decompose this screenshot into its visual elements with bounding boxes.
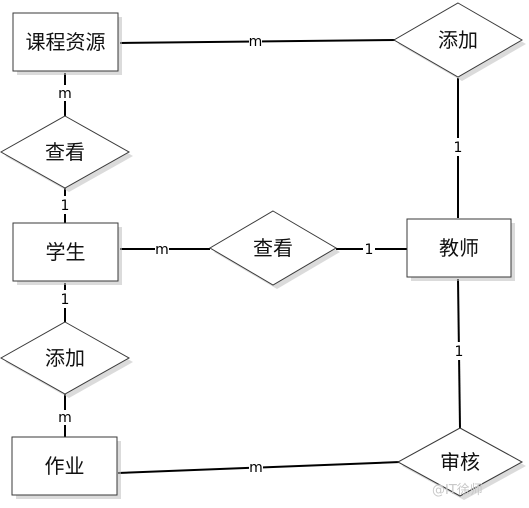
entity-teacher: 教师: [406, 218, 515, 281]
cardinality-student-view: m: [155, 242, 169, 258]
relation-review-label: 审核: [440, 450, 480, 474]
cardinality-label: m: [58, 410, 72, 426]
entity-course-resource-label: 课程资源: [26, 30, 106, 54]
cardinality-label: m: [249, 460, 263, 476]
cardinality-add-homework: m: [58, 410, 72, 426]
entity-student-label: 学生: [46, 240, 86, 264]
relation-add-top-label: 添加: [438, 28, 478, 52]
cardinality-label: m: [155, 242, 169, 258]
entity-course-resource: 课程资源: [12, 12, 122, 75]
cardinality-add-teacher: 1: [452, 138, 464, 156]
relation-view-mid-label: 查看: [253, 236, 293, 260]
relation-view-mid: 查看: [209, 210, 340, 289]
cardinality-view-student: 1: [59, 196, 71, 214]
relation-add-top: 添加: [393, 2, 526, 81]
entity-homework: 作业: [11, 436, 121, 499]
cardinality-teacher-review: 1: [453, 342, 465, 360]
cardinality-view-teacher: 1: [363, 240, 375, 258]
cardinality-label: 1: [61, 292, 70, 308]
cardinality-course-add: m: [249, 33, 263, 50]
watermark: @IT徐师: [432, 483, 483, 498]
cardinality-label: m: [249, 34, 263, 50]
cardinality-student-add: 1: [59, 290, 71, 308]
cardinality-label: 1: [61, 198, 70, 214]
entity-teacher-label: 教师: [439, 236, 479, 260]
entity-student: 学生: [12, 222, 122, 285]
relation-review: 审核: [396, 427, 526, 500]
entity-homework-label: 作业: [45, 454, 85, 478]
cardinality-label: m: [58, 86, 72, 102]
cardinality-label: 1: [455, 344, 464, 360]
relation-add-left-label: 添加: [45, 346, 85, 370]
relation-view-left-label: 查看: [45, 140, 85, 164]
cardinality-label: 1: [365, 242, 374, 258]
relation-view-left: 查看: [0, 115, 133, 192]
cardinality-homework-review: m: [249, 460, 263, 476]
relation-add-left: 添加: [0, 321, 133, 398]
cardinality-label: 1: [454, 140, 463, 156]
cardinality-course-view: m: [58, 85, 72, 102]
